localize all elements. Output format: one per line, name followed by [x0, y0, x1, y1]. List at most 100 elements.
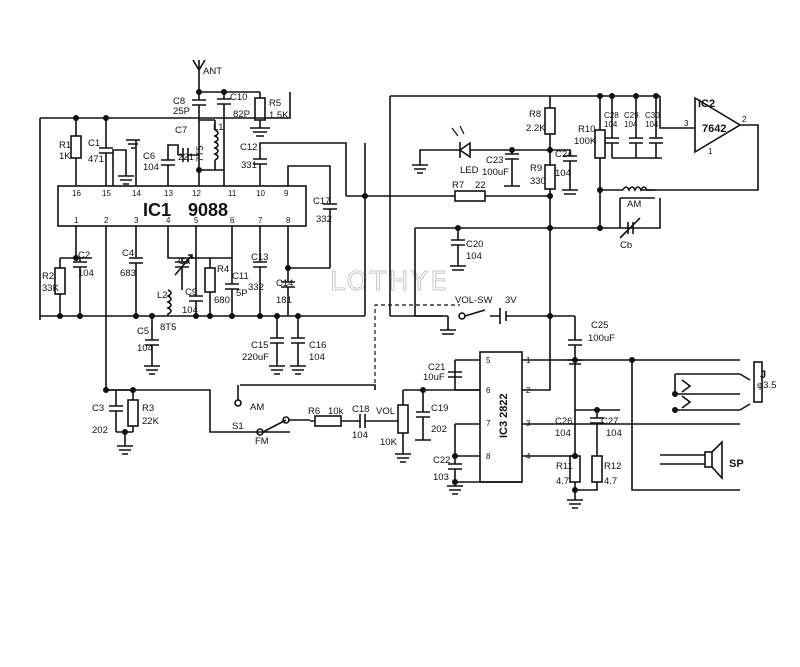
- c25-capacitor: C25 100uF: [567, 320, 615, 365]
- ca-variable-capacitor: Ca: [167, 226, 196, 290]
- c21-capacitor: C21 10uF: [423, 362, 462, 383]
- c7-capacitor: C7 221: [175, 125, 199, 163]
- svg-text:5: 5: [486, 356, 491, 365]
- svg-text:82P: 82P: [233, 109, 250, 120]
- ic3-chip: IC3 2822 5 6 7 8 1 2 3 4: [479, 351, 531, 483]
- svg-text:L1: L1: [213, 122, 224, 133]
- svg-text:332: 332: [316, 214, 332, 225]
- c4-capacitor: C4 683: [120, 226, 143, 316]
- c29-capacitor: C29 104: [624, 96, 643, 158]
- c20-capacitor: C20 104: [450, 228, 483, 271]
- c9-capacitor: C9 104: [182, 226, 203, 316]
- ic1-pin-top: 11: [228, 189, 237, 198]
- ic1-pin-bottom: 1: [74, 216, 79, 225]
- svg-text:AM: AM: [250, 402, 264, 413]
- am-coil: AM: [619, 186, 655, 228]
- l2-coil: L2 8T5: [157, 289, 176, 333]
- svg-text:C11: C11: [232, 271, 249, 282]
- svg-text:C23: C23: [486, 155, 503, 166]
- svg-text:2: 2: [742, 115, 747, 124]
- svg-text:Ca: Ca: [178, 256, 191, 267]
- c15-capacitor: C15 220uF: [242, 316, 285, 375]
- c1-capacitor: C1 471: [88, 118, 113, 186]
- svg-text:10uF: 10uF: [423, 372, 445, 383]
- svg-text:R12: R12: [604, 461, 621, 472]
- r7-resistor: R7 22: [452, 180, 550, 202]
- ic1-pin-bottom: 8: [286, 216, 291, 225]
- svg-text:FM: FM: [255, 436, 269, 447]
- ground-bus: [40, 143, 366, 317]
- ic1-pin-top: 13: [164, 189, 173, 198]
- svg-text:7T5: 7T5: [195, 146, 206, 162]
- c5-capacitor: C5 104: [137, 316, 160, 375]
- svg-text:7642: 7642: [702, 123, 726, 135]
- svg-text:22: 22: [475, 180, 486, 191]
- c12-capacitor: C12 331: [240, 142, 347, 196]
- svg-text:φ3.5: φ3.5: [757, 380, 776, 391]
- svg-text:R4: R4: [217, 264, 229, 275]
- s1-switch: AM S1 FM: [232, 384, 376, 447]
- ic1-part: 9088: [188, 200, 228, 220]
- svg-text:100K: 100K: [574, 136, 597, 147]
- c3-capacitor: C3 202: [92, 389, 133, 455]
- ic1-pin-top: 10: [256, 189, 265, 198]
- svg-text:C12: C12: [240, 142, 257, 153]
- svg-text:R2: R2: [42, 271, 54, 282]
- svg-text:C6: C6: [143, 151, 155, 162]
- svg-text:L2: L2: [157, 290, 168, 301]
- svg-text:7: 7: [486, 419, 491, 428]
- svg-text:R1: R1: [59, 140, 71, 151]
- svg-text:4.7: 4.7: [556, 476, 569, 487]
- svg-text:C24: C24: [555, 149, 572, 160]
- svg-text:C20: C20: [466, 239, 483, 250]
- c16-capacitor: C16 104: [290, 316, 326, 375]
- r9-resistor: R9 330: [530, 150, 556, 316]
- l1-coil: L1 7T5: [195, 105, 225, 186]
- svg-text:2.2K: 2.2K: [526, 123, 546, 134]
- wire-mid-horizontal: [414, 227, 600, 316]
- cb-variable-capacitor: Cb: [600, 198, 661, 251]
- svg-text:104: 104: [466, 251, 482, 262]
- ic1-name: IC1: [143, 200, 171, 220]
- svg-text:104: 104: [137, 343, 153, 354]
- svg-text:104: 104: [604, 120, 618, 129]
- svg-text:330: 330: [530, 176, 546, 187]
- svg-text:104: 104: [143, 162, 159, 173]
- ic1-pin-top: 9: [284, 189, 289, 198]
- dashed-link: [374, 304, 460, 390]
- svg-text:8T5: 8T5: [160, 322, 176, 333]
- svg-text:C29: C29: [624, 111, 639, 120]
- c17-capacitor: C17 332: [287, 165, 337, 268]
- svg-text:33K: 33K: [42, 283, 60, 294]
- svg-text:Cb: Cb: [620, 240, 632, 251]
- wire-pin2: [105, 226, 290, 433]
- svg-text:683: 683: [120, 268, 136, 279]
- c26-capacitor: C26 104: [555, 409, 604, 439]
- svg-text:104: 104: [645, 120, 659, 129]
- svg-text:C16: C16: [309, 340, 326, 351]
- svg-text:R6: R6: [308, 406, 320, 417]
- c27-capacitor: C27 104: [597, 409, 622, 439]
- svg-text:R8: R8: [529, 109, 541, 120]
- c18-capacitor: C18 104: [352, 404, 395, 441]
- svg-text:104: 104: [555, 428, 571, 439]
- ic1-pin-bottom: 5: [194, 216, 199, 225]
- c24-capacitor: C24 104: [550, 149, 578, 195]
- svg-text:R7: R7: [452, 180, 464, 191]
- r8-resistor: R8 2.2K: [526, 96, 556, 150]
- ic1-pin-bottom: 2: [104, 216, 109, 225]
- svg-text:C15: C15: [251, 340, 268, 351]
- svg-text:C5: C5: [137, 326, 149, 337]
- svg-text:C18: C18: [352, 404, 369, 415]
- c23-capacitor: C23 100uF: [482, 150, 520, 187]
- svg-text:C21: C21: [428, 362, 445, 373]
- svg-text:C17: C17: [313, 196, 330, 207]
- svg-text:104: 104: [624, 120, 638, 129]
- svg-text:IC3 2822: IC3 2822: [498, 393, 510, 438]
- svg-text:R10: R10: [578, 124, 595, 135]
- svg-text:8: 8: [486, 452, 491, 461]
- svg-text:C22: C22: [433, 455, 450, 466]
- svg-text:C1: C1: [88, 138, 100, 149]
- svg-text:C3: C3: [92, 403, 104, 414]
